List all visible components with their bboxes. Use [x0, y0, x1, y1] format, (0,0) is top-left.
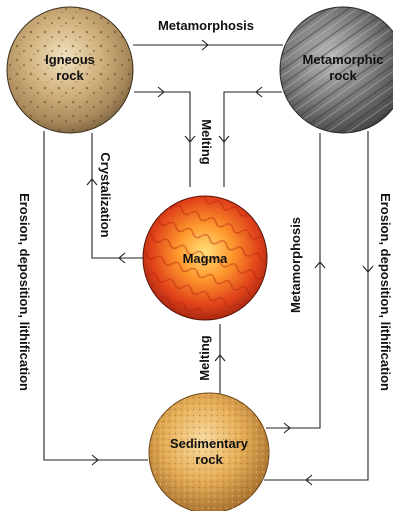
- metamorphosis-right-label: Metamorphosis: [288, 217, 303, 313]
- erosion-left-line: [44, 131, 148, 460]
- magma-label: Magma: [183, 251, 229, 266]
- erosion-left-label: Erosion, deposition, lithification: [17, 193, 32, 391]
- sedimentary-rock-node: Sedimentary rock: [149, 393, 269, 511]
- sedimentary-label-line1: Sedimentary: [170, 436, 249, 451]
- melting-bottom-label: Melting: [197, 335, 212, 381]
- melting-from-igneous-line: [134, 92, 190, 187]
- igneous-label-line1: Igneous: [45, 52, 95, 67]
- sedimentary-label-line2: rock: [195, 452, 223, 467]
- melting-from-metamorphic-line: [224, 92, 282, 187]
- melting-top-label: Melting: [199, 119, 214, 165]
- crystalization-label: Crystalization: [98, 152, 113, 237]
- metamorphic-label-line1: Metamorphic: [303, 52, 384, 67]
- erosion-right-label: Erosion, deposition, lithification: [378, 193, 393, 391]
- metamorphic-rock-node: Metamorphic rock: [280, 7, 393, 133]
- metamorphosis-top-label: Metamorphosis: [158, 18, 254, 33]
- igneous-label-line2: rock: [56, 68, 84, 83]
- metamorphic-label-line2: rock: [329, 68, 357, 83]
- magma-node: Magma: [143, 196, 267, 320]
- igneous-rock-node: Igneous rock: [7, 7, 133, 133]
